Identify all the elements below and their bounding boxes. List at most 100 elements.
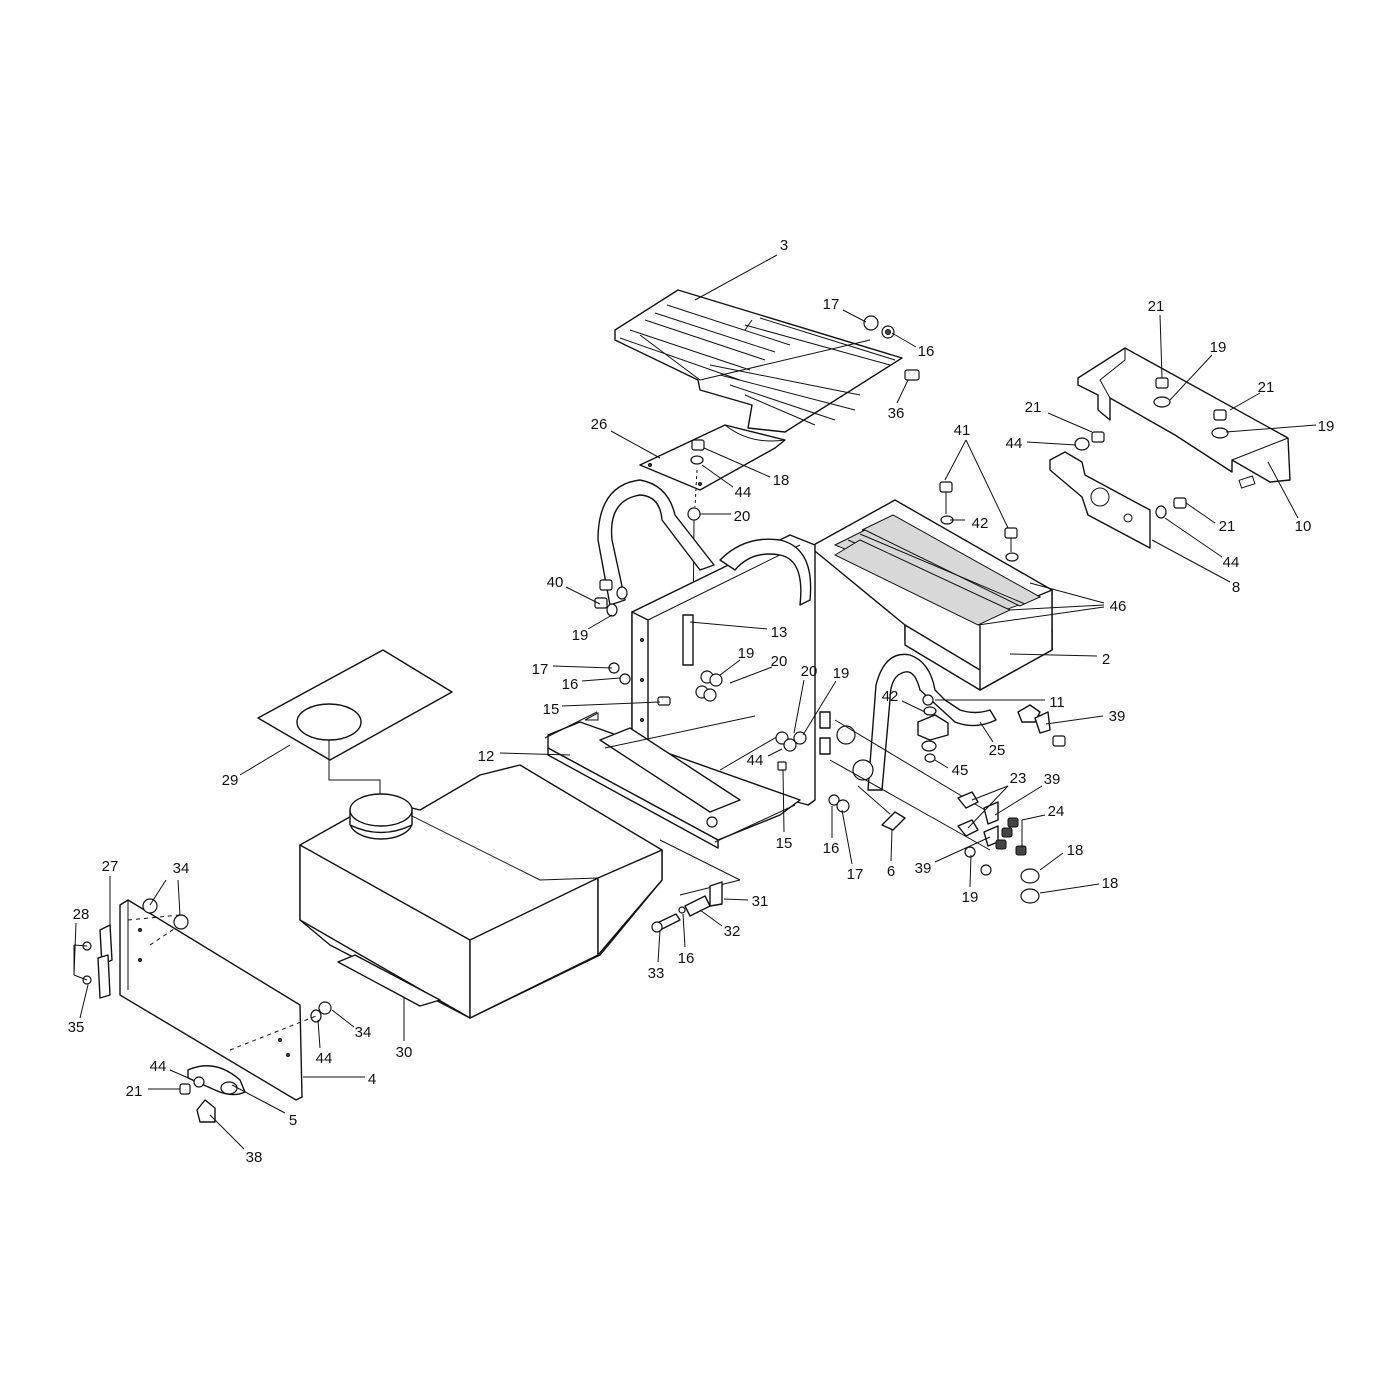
leader-line-c16a [891, 332, 917, 348]
leader-line-c31 [723, 898, 749, 901]
callout-c33: 33 [648, 965, 665, 982]
leader-line-c16d [682, 913, 686, 948]
callout-c44d: 44 [747, 752, 764, 769]
callout-c16a: 16 [918, 343, 935, 360]
callout-c17c: 17 [847, 866, 864, 883]
leader-line-c26 [610, 430, 661, 459]
leader-line-c15b [782, 769, 785, 833]
leader-line-c21d [1185, 502, 1216, 524]
leader-line-c34b [177, 879, 181, 916]
callout-c17a: 17 [823, 296, 840, 313]
leader-line-c3 [694, 254, 778, 301]
leader-line-c34c [331, 1009, 355, 1028]
leader-line-c46 [1029, 582, 1105, 604]
leader-line-c46b [1009, 604, 1105, 611]
callout-c18c: 18 [1102, 875, 1119, 892]
callout-c19d: 19 [738, 645, 755, 662]
leader-line-c20b [729, 666, 773, 684]
fastener-41-42 [939, 481, 1019, 562]
callout-c6: 6 [887, 863, 895, 880]
fastener-frame-right [775, 694, 991, 851]
callout-c31: 31 [752, 893, 769, 910]
callout-c44f: 44 [150, 1058, 167, 1075]
callout-c10: 10 [1295, 518, 1312, 535]
sheet-part-29 [257, 649, 453, 800]
callout-leaders [73, 254, 1317, 1150]
callout-c25: 25 [989, 742, 1006, 759]
callout-c44c: 44 [735, 484, 752, 501]
callout-c39c: 39 [915, 860, 932, 877]
fastener-frame-left [594, 579, 723, 706]
leader-line-c23b [967, 785, 1009, 829]
leader-line-c46c [977, 606, 1105, 626]
callout-c24: 24 [1048, 803, 1065, 820]
callout-c34a: 34 [173, 860, 190, 877]
callout-c19a: 19 [1210, 339, 1227, 356]
leader-line-c17c [841, 809, 853, 865]
leader-line-c24 [1021, 814, 1046, 821]
leader-line-c15a [561, 701, 661, 707]
door-part-4 [119, 898, 332, 1101]
leader-line-c39a [1045, 715, 1104, 725]
callout-c4: 4 [368, 1071, 376, 1088]
callout-c13: 13 [771, 624, 788, 641]
callout-labels: 3171636211921192144102144841424621139422… [68, 237, 1335, 1166]
callout-c42b: 42 [882, 688, 899, 705]
callout-c20b: 20 [771, 653, 788, 670]
callout-c20a: 20 [734, 508, 751, 525]
callout-c15b: 15 [776, 835, 793, 852]
callout-c41: 41 [954, 422, 971, 439]
callout-c18b: 18 [1067, 842, 1084, 859]
leader-line-c25 [979, 721, 994, 743]
leader-line-c21a [1159, 314, 1163, 379]
leader-line-c5 [231, 1084, 286, 1114]
callout-c16d: 16 [678, 950, 695, 967]
plate-part-8 [1049, 431, 1187, 549]
callout-c39b: 39 [1044, 771, 1061, 788]
callout-c45: 45 [952, 762, 969, 779]
callout-c2: 2 [1102, 651, 1110, 668]
leader-line-c21c [1047, 412, 1093, 433]
callout-c36: 36 [888, 405, 905, 422]
leader-line-c44f [169, 1069, 194, 1081]
callout-c28: 28 [73, 906, 90, 923]
leader-line-c33 [657, 929, 661, 963]
leader-line-c40 [565, 586, 601, 605]
leader-line-c44d [767, 748, 783, 757]
callout-c42a: 42 [972, 515, 989, 532]
callout-c38: 38 [246, 1149, 263, 1166]
callout-c20c: 20 [801, 663, 818, 680]
leader-line-c44b [1164, 517, 1223, 558]
leader-line-c23 [971, 785, 1009, 801]
leader-line-c2 [1009, 653, 1098, 657]
leader-line-c19e [802, 680, 837, 736]
leader-line-c19f [969, 854, 972, 888]
callout-c39a: 39 [1109, 708, 1126, 725]
leader-line-c44c [701, 464, 734, 488]
leader-line-c39b [994, 785, 1043, 816]
leader-line-c18c [1039, 883, 1100, 894]
callout-c23: 23 [1010, 770, 1027, 787]
callout-c12: 12 [478, 748, 495, 765]
callout-c19c: 19 [572, 627, 589, 644]
tank-part-30 [299, 764, 741, 1019]
callout-c17b: 17 [532, 661, 549, 678]
grille-part-3 [614, 289, 903, 433]
handle-part-25 [597, 479, 997, 791]
leader-line-c34a [149, 879, 167, 906]
callout-c46: 46 [1110, 598, 1127, 615]
callout-c16c: 16 [823, 840, 840, 857]
callout-c3: 3 [780, 237, 788, 254]
callout-c5: 5 [289, 1112, 297, 1129]
callout-c19f: 19 [962, 889, 979, 906]
callout-c21d: 21 [1219, 518, 1236, 535]
callout-c15a: 15 [543, 701, 560, 718]
housing-part-2 [809, 499, 1053, 691]
callout-c21c: 21 [1025, 399, 1042, 416]
leader-line-c41 [944, 439, 967, 481]
leader-line-c28 [73, 922, 77, 976]
callout-c21e: 21 [126, 1083, 143, 1100]
callout-c26: 26 [591, 416, 608, 433]
leader-line-c16b [581, 677, 621, 682]
